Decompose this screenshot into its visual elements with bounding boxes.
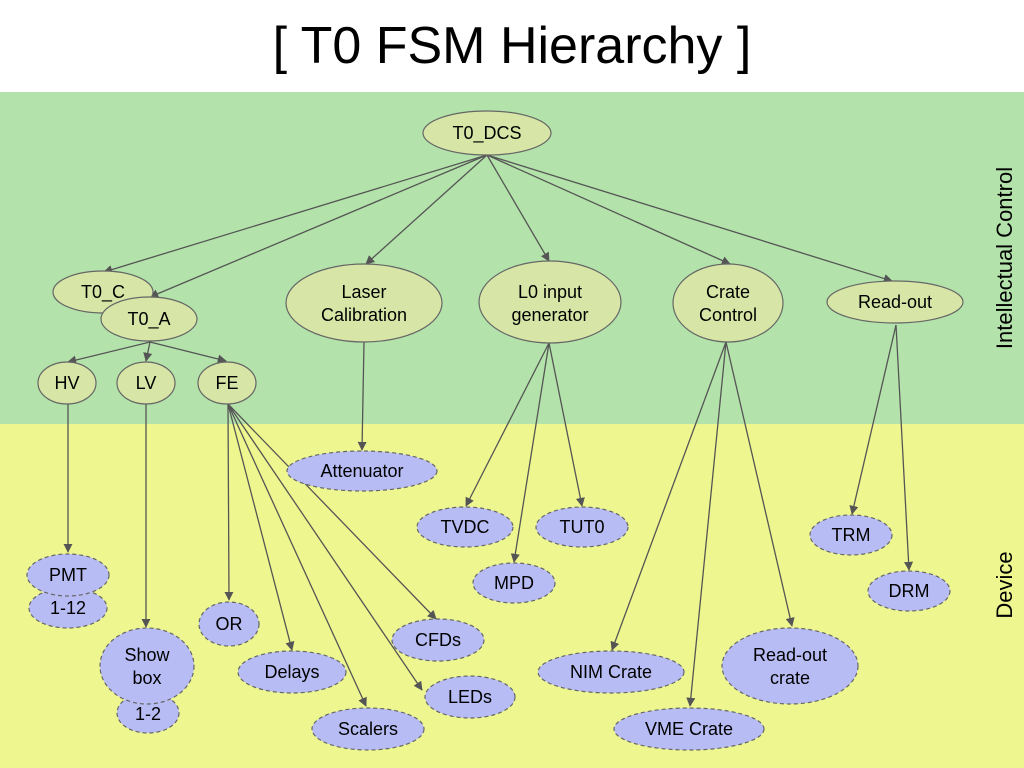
edge-crate-vme — [686, 341, 727, 707]
label-leds: LEDs — [448, 687, 492, 707]
label-laser-line-1: Laser — [341, 282, 386, 302]
edge-l0-mpd — [510, 342, 550, 563]
label-t0-c: T0_C — [81, 282, 125, 303]
node-tvdc[interactable] — [416, 506, 514, 548]
edge-l0-tvdc — [465, 342, 550, 507]
label-showbox-line-1: Show — [124, 645, 170, 665]
edge-fe-cfds — [227, 403, 437, 620]
edge-fe-delays — [227, 403, 295, 651]
label-l0-line-2: generator — [511, 305, 588, 325]
label-mpd: MPD — [494, 573, 534, 593]
node-nim-crate[interactable] — [537, 650, 685, 694]
node-t0-dcs[interactable] — [422, 110, 552, 156]
node-scalers[interactable] — [311, 707, 425, 751]
node-fe[interactable] — [197, 361, 257, 405]
label-l0-line-1: L0 input — [518, 282, 582, 302]
edge-t0a-lv — [143, 341, 153, 362]
label-read-out-crate-line-2: crate — [770, 668, 810, 688]
node-tut0[interactable] — [535, 506, 629, 548]
node-cfds[interactable] — [391, 618, 485, 662]
node-vme-crate[interactable] — [613, 707, 765, 751]
edge-dcs-laser — [365, 154, 488, 265]
label-t0-a: T0_A — [127, 309, 170, 330]
node-lv[interactable] — [116, 361, 176, 405]
label-lv: LV — [136, 373, 157, 393]
device-band-label: Device — [992, 551, 1017, 618]
label-vme-crate: VME Crate — [645, 719, 733, 739]
slide-title: [ T0 FSM Hierarchy ] — [272, 17, 752, 75]
node-delays[interactable] — [237, 650, 347, 694]
label-pmt-count: 1-12 — [50, 598, 86, 618]
edge-dcs-readout — [486, 154, 893, 283]
node-drm[interactable] — [867, 570, 951, 612]
node-leds[interactable] — [424, 675, 516, 719]
node-or[interactable] — [198, 601, 260, 647]
label-delays: Delays — [264, 662, 319, 682]
label-fe: FE — [215, 373, 238, 393]
edge-crate-readoutcrate — [725, 341, 795, 627]
label-attenuator: Attenuator — [320, 461, 403, 481]
label-trm: TRM — [832, 525, 871, 545]
label-tvdc: TVDC — [441, 517, 490, 537]
node-t0-a[interactable] — [100, 296, 198, 342]
label-showbox-count: 1-2 — [135, 704, 161, 724]
control-band-label: Intellectual Control — [992, 167, 1017, 349]
label-showbox-line-2: box — [132, 668, 161, 688]
edges — [63, 154, 914, 707]
node-trm[interactable] — [809, 514, 893, 556]
node-read-out[interactable] — [826, 280, 964, 324]
label-tut0: TUT0 — [560, 517, 605, 537]
node-hv[interactable] — [37, 361, 97, 405]
label-crate-line-1: Crate — [706, 282, 750, 302]
label-drm: DRM — [889, 581, 930, 601]
node-l0-input-generator[interactable] — [478, 260, 622, 344]
node-laser-calibration[interactable] — [285, 263, 443, 343]
label-crate-line-2: Control — [699, 305, 757, 325]
edge-t0a-fe — [149, 341, 227, 364]
label-laser-line-2: Calibration — [321, 305, 407, 325]
node-read-out-crate[interactable] — [721, 627, 859, 705]
edge-dcs-t0a — [149, 154, 488, 299]
edge-readout-trm — [849, 324, 897, 515]
node-showbox[interactable] — [99, 627, 195, 705]
edge-crate-nim — [610, 341, 727, 651]
label-read-out: Read-out — [858, 292, 932, 312]
edge-dcs-crate — [486, 154, 731, 265]
node-pmt[interactable] — [26, 553, 110, 597]
label-hv: HV — [54, 373, 79, 393]
node-crate-control[interactable] — [672, 263, 784, 343]
label-cfds: CFDs — [415, 630, 461, 650]
edge-t0a-hv — [67, 341, 151, 365]
edge-dcs-l0 — [486, 154, 550, 262]
edge-l0-tut0 — [548, 342, 585, 507]
edge-fe-or — [224, 403, 234, 601]
edge-laser-attenuator — [357, 341, 367, 451]
label-or: OR — [216, 614, 243, 634]
edge-fe-leds — [227, 403, 423, 691]
label-scalers: Scalers — [338, 719, 398, 739]
fsm-hierarchy-diagram: Intellectual Control Device — [0, 92, 1024, 768]
node-mpd[interactable] — [472, 562, 556, 604]
edge-fe-scalers — [227, 403, 367, 707]
label-read-out-crate-line-1: Read-out — [753, 645, 827, 665]
label-pmt: PMT — [49, 565, 87, 585]
label-nim-crate: NIM Crate — [570, 662, 652, 682]
node-attenuator[interactable] — [286, 450, 438, 492]
edge-dcs-t0c — [103, 154, 488, 274]
label-t0-dcs: T0_DCS — [452, 123, 521, 144]
edge-readout-drm — [895, 324, 914, 571]
